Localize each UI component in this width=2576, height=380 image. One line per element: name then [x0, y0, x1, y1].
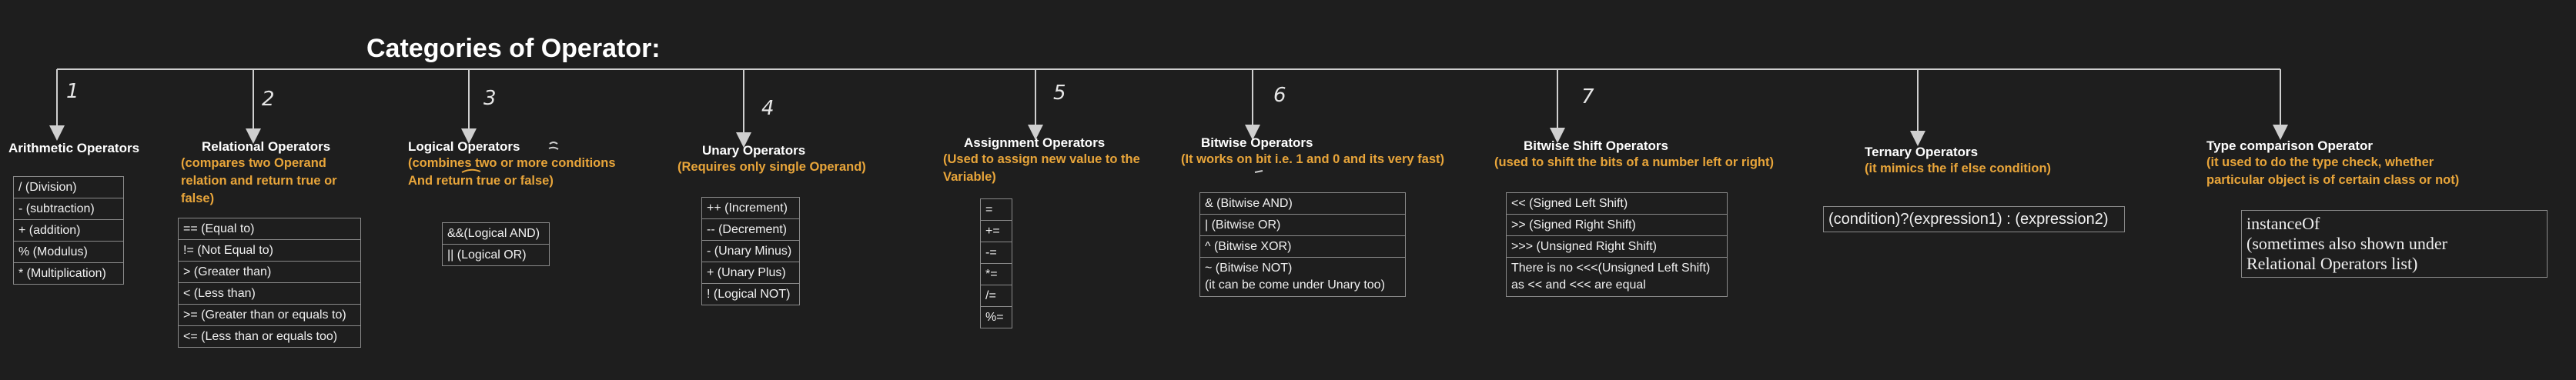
list-item: - (subtraction): [14, 198, 123, 220]
category-title: Ternary Operators: [1865, 145, 1979, 159]
category-description: (It works on bit i.e. 1 and 0 and its ve…: [1181, 152, 1444, 166]
list-item: (condition)?(expression1) : (expression2…: [1828, 211, 2109, 228]
list-item: * (Multiplication): [18, 267, 106, 280]
hand-underline: [461, 168, 481, 173]
category-description: (used to shift the bits of a number left…: [1494, 155, 1774, 169]
list-item: >>> (Unsigned Right Shift): [1507, 236, 1727, 258]
number-1: 1: [66, 80, 79, 103]
number-2: 2: [262, 88, 275, 111]
operator-list-bitwise: & (Bitwise AND) | (Bitwise OR) ^ (Bitwis…: [1199, 192, 1406, 297]
category-ternary: Ternary Operators (it mimics the if else…: [1865, 145, 2096, 178]
list-item: & (Bitwise AND): [1200, 193, 1405, 215]
list-item: -- (Decrement): [702, 219, 799, 241]
category-logical: Logical Operators (combines two or more …: [408, 139, 631, 190]
category-description: (it mimics the if else condition): [1865, 162, 2052, 175]
operator-list-typecomparison: instanceOf (sometimes also shown under R…: [2241, 210, 2548, 278]
list-item-line: as << and <<< are equal: [1511, 278, 1646, 292]
list-item-line: instanceOf: [2246, 214, 2320, 233]
category-description: (it used to do the type check, whether p…: [2206, 155, 2460, 187]
category-assignment: Assignment Operators (Used to assign new…: [943, 135, 1147, 186]
category-title: Type comparison Operator: [2206, 138, 2374, 153]
operator-list-unary: ++ (Increment) -- (Decrement) - (Unary M…: [701, 197, 800, 305]
list-item: ^ (Bitwise XOR): [1200, 236, 1405, 258]
number-4: 4: [761, 97, 774, 120]
category-shift: Bitwise Shift Operators (used to shift t…: [1494, 138, 1833, 172]
operator-list-shift: << (Signed Left Shift) >> (Signed Right …: [1506, 192, 1728, 297]
list-item: +=: [981, 221, 1012, 242]
list-item: || (Logical OR): [447, 248, 527, 262]
hand-underline: [1254, 170, 1263, 173]
list-item: + (addition): [14, 220, 123, 242]
category-unary: Unary Operators (Requires only single Op…: [677, 143, 878, 176]
category-title: Bitwise Shift Operators: [1524, 138, 1668, 153]
list-item: < (Less than): [179, 283, 360, 305]
list-item: -=: [981, 242, 1012, 264]
hand-scribble: [548, 142, 559, 150]
list-item: &&(Logical AND): [443, 223, 549, 245]
list-item: - (Unary Minus): [702, 241, 799, 262]
list-item: ! (Logical NOT): [707, 288, 791, 301]
list-item: /=: [981, 285, 1012, 307]
list-item: != (Not Equal to): [179, 240, 360, 262]
list-item: instanceOf (sometimes also shown under R…: [2242, 211, 2547, 277]
operator-list-relational: == (Equal to) != (Not Equal to) > (Great…: [178, 218, 361, 348]
category-title: Assignment Operators: [964, 135, 1106, 150]
list-item: << (Signed Left Shift): [1507, 193, 1727, 215]
list-item: > (Greater than): [179, 262, 360, 283]
list-item: == (Equal to): [179, 218, 360, 240]
number-5: 5: [1053, 82, 1066, 105]
category-bitwise: Bitwise Operators (It works on bit i.e. …: [1181, 135, 1458, 168]
category-description: (Requires only single Operand): [677, 160, 866, 174]
number-6: 6: [1273, 84, 1286, 107]
list-item: ++ (Increment): [702, 198, 799, 219]
list-item-line: (it can be come under Unary too): [1205, 278, 1385, 292]
category-arithmetic: Arithmetic Operators: [8, 141, 139, 156]
list-item-line: There is no <<<(Unsigned Left Shift): [1511, 262, 1711, 275]
list-item: >= (Greater than or equals to): [179, 305, 360, 326]
operator-list-arithmetic: / (Division) - (subtraction) + (addition…: [13, 176, 124, 285]
list-item: There is no <<<(Unsigned Left Shift) as …: [1507, 258, 1727, 296]
category-typecomparison: Type comparison Operator (it used to do …: [2206, 138, 2491, 189]
list-item: | (Bitwise OR): [1200, 215, 1405, 236]
number-3: 3: [483, 87, 497, 110]
list-item-line: ~ (Bitwise NOT): [1205, 262, 1293, 275]
category-title: Bitwise Operators: [1201, 135, 1313, 150]
list-item: % (Modulus): [14, 242, 123, 263]
operator-list-assignment: = += -= *= /= %=: [980, 198, 1012, 328]
list-item: =: [981, 199, 1012, 221]
operator-list-ternary: (condition)?(expression1) : (expression2…: [1823, 206, 2125, 232]
category-title: Arithmetic Operators: [8, 141, 140, 155]
category-description: (compares two Operand relation and retur…: [181, 156, 337, 205]
list-item: *=: [981, 264, 1012, 285]
page-title: Categories of Operator:: [366, 34, 661, 63]
operator-list-logical: &&(Logical AND) || (Logical OR): [442, 222, 550, 266]
list-item-line: Relational Operators list): [2246, 254, 2418, 273]
category-title: Unary Operators: [702, 143, 806, 158]
category-description: (combines two or more conditions And ret…: [408, 156, 616, 188]
list-item: ~ (Bitwise NOT) (it can be come under Un…: [1200, 258, 1405, 296]
list-item-line: (sometimes also shown under: [2246, 234, 2447, 253]
list-item: %=: [985, 311, 1004, 324]
list-item: <= (Less than or equals too): [183, 330, 338, 343]
list-item: >> (Signed Right Shift): [1507, 215, 1727, 236]
category-relational: Relational Operators (compares two Opera…: [181, 139, 354, 208]
number-7: 7: [1581, 85, 1594, 108]
list-item: + (Unary Plus): [702, 262, 799, 284]
category-title: Logical Operators: [408, 139, 520, 154]
category-title: Relational Operators: [202, 139, 331, 154]
category-description: (Used to assign new value to the Variabl…: [943, 152, 1140, 184]
list-item: / (Division): [14, 177, 123, 198]
